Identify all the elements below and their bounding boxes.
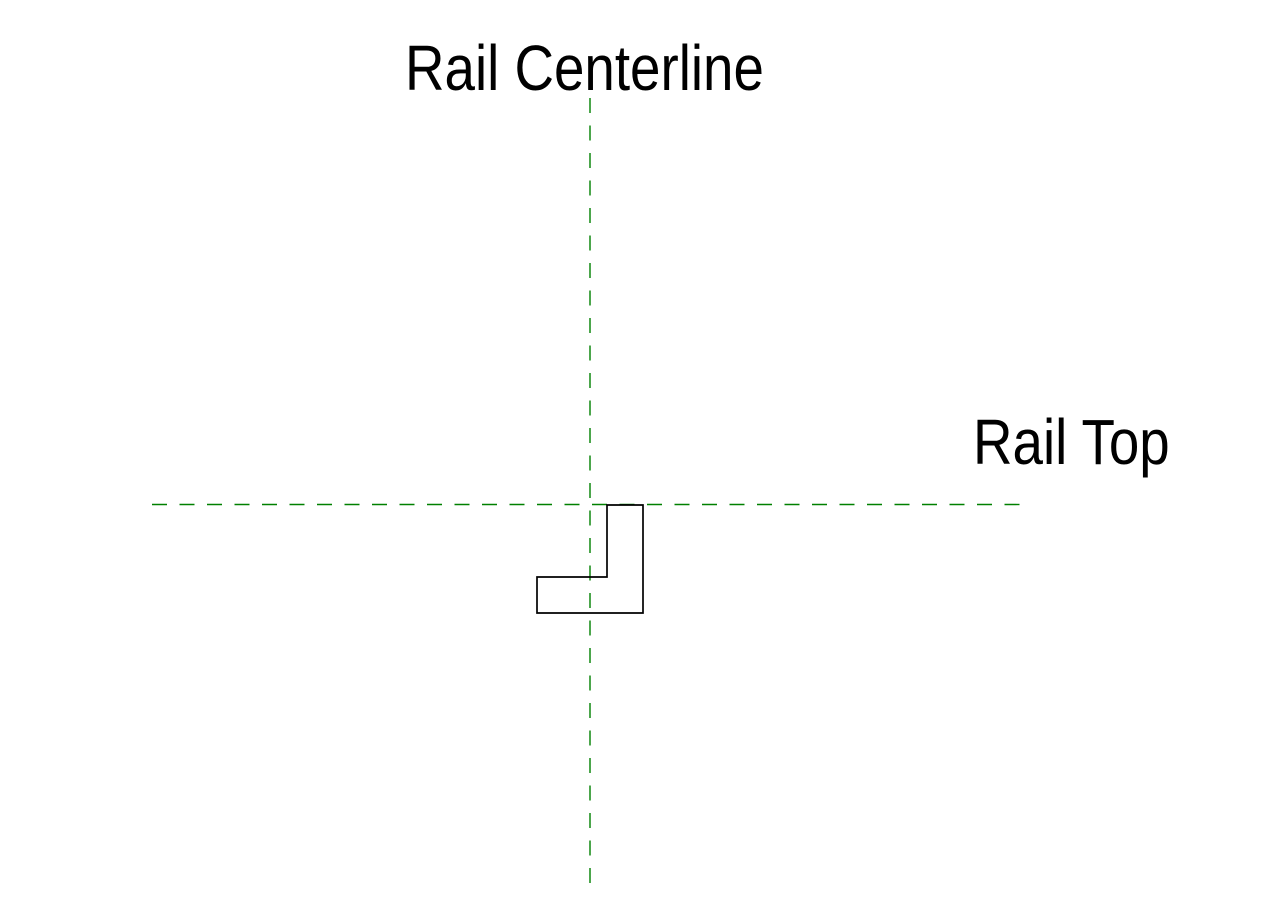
rail-top-label: Rail Top bbox=[973, 406, 1170, 478]
rail-profile-outline bbox=[536, 504, 644, 614]
rail-centerline-label: Rail Centerline bbox=[405, 32, 764, 104]
